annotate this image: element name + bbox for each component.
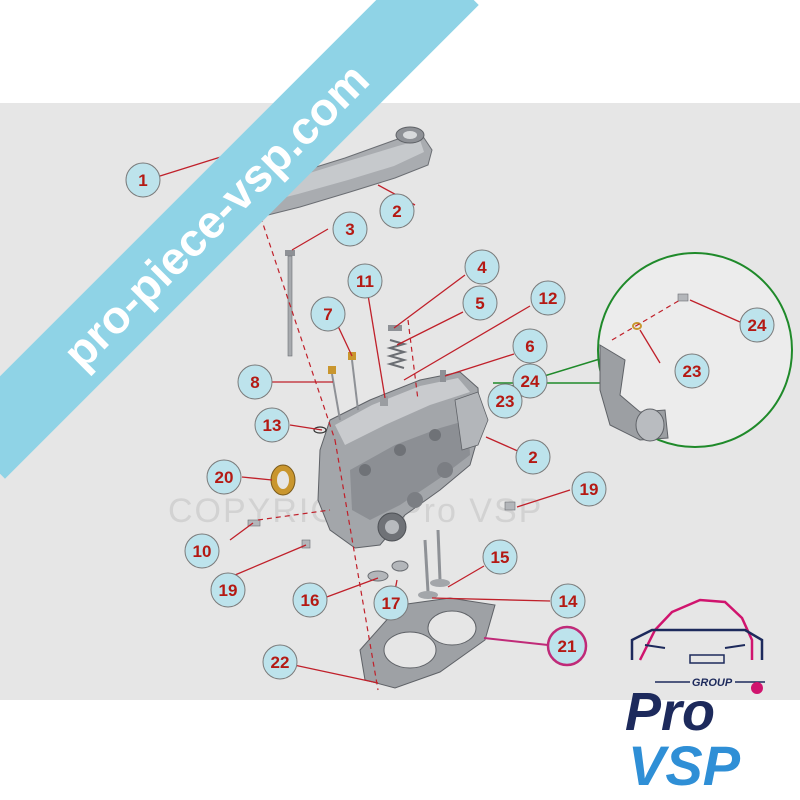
leader-lines bbox=[159, 149, 571, 684]
callout-label: 23 bbox=[496, 392, 515, 411]
callout-badge: 23 bbox=[487, 383, 523, 419]
callout-badge: 19 bbox=[571, 471, 607, 507]
callout-badge: 16 bbox=[292, 582, 328, 618]
callout-badge: 8 bbox=[237, 364, 273, 400]
alignment-lines bbox=[254, 199, 419, 691]
callout-label: 23 bbox=[683, 362, 702, 381]
callout-label: 19 bbox=[219, 581, 238, 600]
callout-badge: 6 bbox=[512, 328, 548, 364]
callout-label: 6 bbox=[525, 337, 534, 356]
callout-label: 2 bbox=[528, 448, 537, 467]
callout-label: 7 bbox=[323, 305, 332, 324]
callout-label: 12 bbox=[539, 289, 558, 308]
callout-badge: 4 bbox=[464, 249, 500, 285]
callout-badge: 19 bbox=[210, 572, 246, 608]
valve-cover bbox=[244, 126, 433, 216]
callout-badge: 15 bbox=[482, 539, 518, 575]
callout-badge: 24 bbox=[512, 363, 548, 399]
callout-badge: 2 bbox=[379, 193, 415, 229]
callout-label: 17 bbox=[382, 594, 401, 613]
callout-badge-highlighted: 21 bbox=[546, 625, 588, 667]
callout-label: 5 bbox=[475, 294, 484, 313]
callout-badge: 1 bbox=[125, 162, 161, 198]
callout-badge: 13 bbox=[254, 407, 290, 443]
callout-label: 21 bbox=[558, 637, 577, 656]
callout-label: 3 bbox=[345, 220, 354, 239]
callout-badge: 14 bbox=[550, 583, 586, 619]
callout-label: 8 bbox=[250, 373, 259, 392]
logo-hex-bolt-icon bbox=[751, 682, 763, 694]
cylinder-head bbox=[317, 371, 489, 549]
gasket-highlight-leader bbox=[483, 637, 549, 646]
callout-label: 11 bbox=[356, 272, 374, 291]
callout-label: 2 bbox=[392, 202, 401, 221]
callout-badge: 2 bbox=[515, 439, 551, 475]
camshaft-seal bbox=[270, 464, 296, 496]
callout-badge: 11 bbox=[347, 263, 383, 299]
callout-label: 15 bbox=[491, 548, 510, 567]
callout-label: 10 bbox=[193, 542, 212, 561]
callout-label: 22 bbox=[271, 653, 290, 672]
callout-label: 24 bbox=[748, 316, 767, 335]
callout-badge: 22 bbox=[262, 644, 298, 680]
small-fasteners bbox=[247, 501, 516, 582]
callout-badge: 23 bbox=[674, 353, 710, 389]
provsp-logo: GROUP Pro VSP bbox=[625, 598, 765, 797]
valves bbox=[418, 529, 450, 599]
logo-group-text: GROUP bbox=[692, 677, 733, 689]
callout-badge: 10 bbox=[184, 533, 220, 569]
callout-badge: 7 bbox=[310, 296, 346, 332]
callout-label: 13 bbox=[263, 416, 282, 435]
callout-badge: 17 bbox=[373, 585, 409, 621]
callout-badge: 12 bbox=[530, 280, 566, 316]
zoom-detail bbox=[493, 252, 793, 448]
callout-badge: 5 bbox=[462, 285, 498, 321]
callout-label: 1 bbox=[138, 171, 147, 190]
callout-label: 24 bbox=[521, 372, 540, 391]
callout-label: 16 bbox=[301, 591, 320, 610]
logo-vsp-text: VSP bbox=[628, 734, 741, 797]
callout-badge: 3 bbox=[332, 211, 368, 247]
callout-badge: 24 bbox=[739, 307, 775, 343]
callout-badge: 20 bbox=[206, 459, 242, 495]
callout-label: 20 bbox=[215, 468, 234, 487]
head-gasket bbox=[359, 597, 496, 689]
callout-label: 14 bbox=[559, 592, 578, 611]
callout-label: 4 bbox=[477, 258, 487, 277]
callout-label: 19 bbox=[580, 480, 599, 499]
logo-pro-text: Pro bbox=[625, 682, 715, 742]
